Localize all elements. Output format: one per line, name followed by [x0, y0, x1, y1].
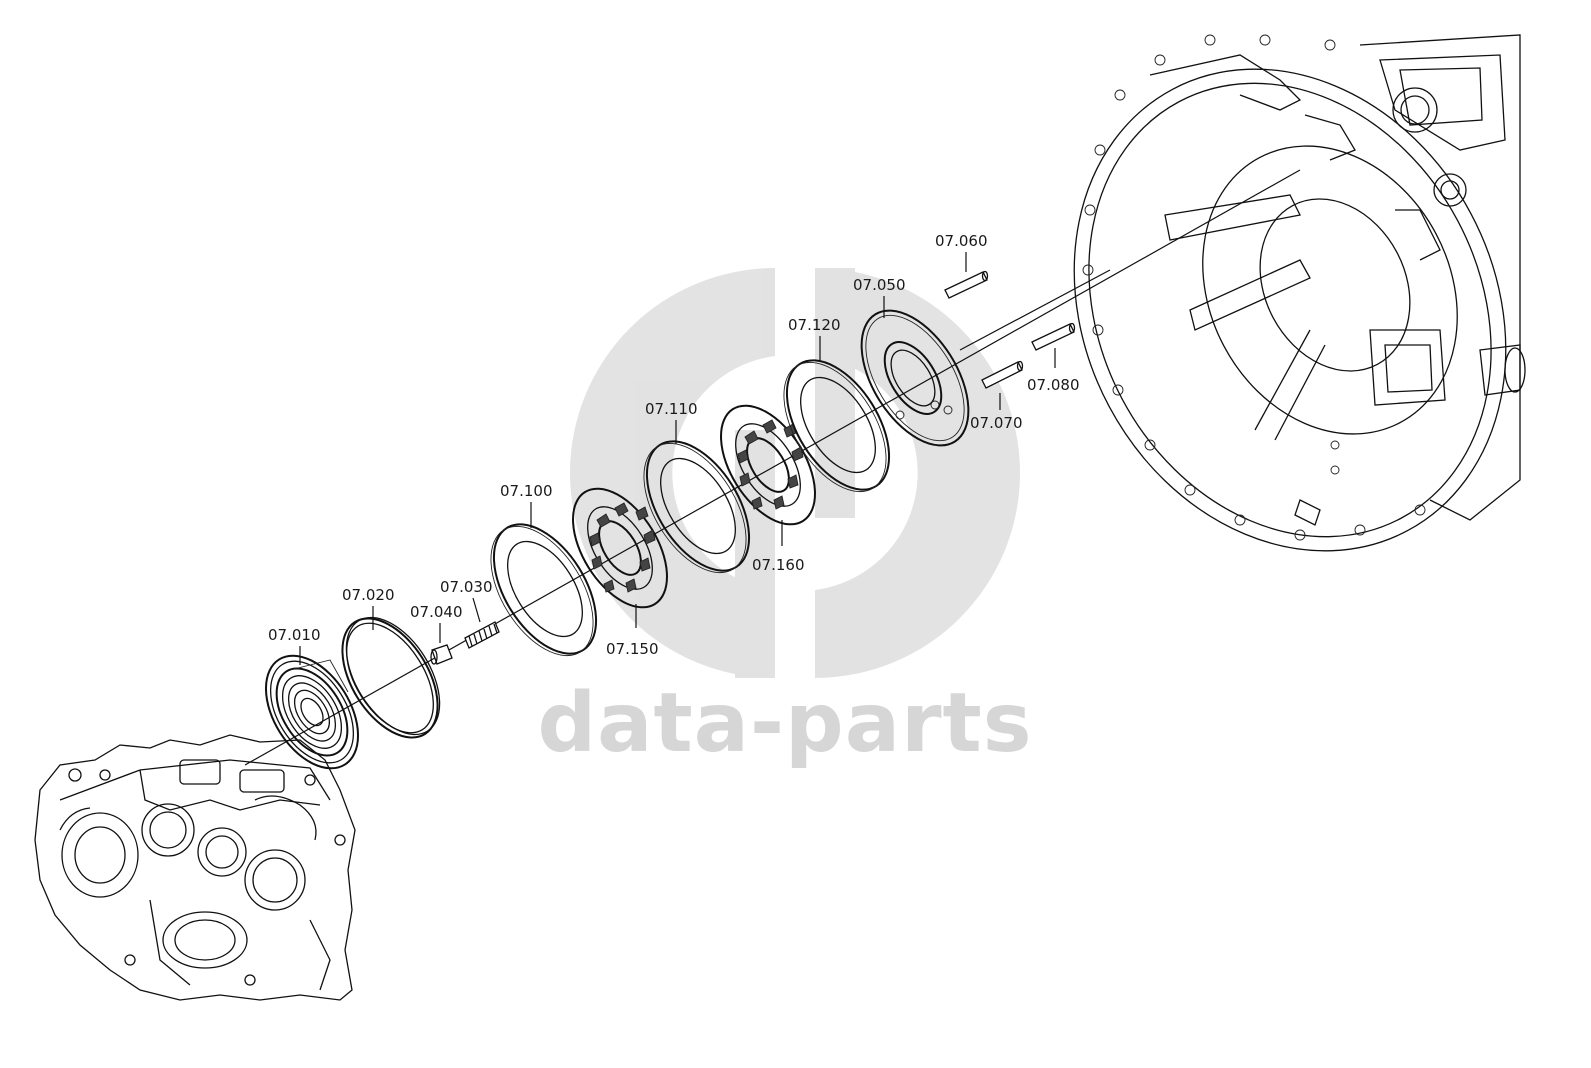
- part-07.150-inner-disc: [572, 487, 668, 609]
- part-07.050-end-plate: [860, 309, 970, 447]
- label-07.010: 07.010: [268, 626, 321, 644]
- label-07.070: 07.070: [970, 414, 1023, 432]
- part-07.070-pin: [981, 360, 1024, 389]
- label-07.120: 07.120: [788, 316, 841, 334]
- label-07.160: 07.160: [752, 556, 805, 574]
- part-07.110-outer-disc: [643, 440, 751, 574]
- axis-lines: [244, 169, 1301, 766]
- part-07.010-piston: [264, 654, 360, 770]
- label-07.030: 07.030: [440, 578, 493, 596]
- part-labels: 07.010 07.020 07.030 07.040 07.050 07.06…: [268, 232, 1080, 658]
- label-07.100: 07.100: [500, 482, 553, 500]
- watermark-text: data-parts: [537, 676, 1033, 771]
- part-07.060-pin: [944, 270, 989, 299]
- label-07.020: 07.020: [342, 586, 395, 604]
- label-07.150: 07.150: [606, 640, 659, 658]
- leader-lines: [299, 252, 1056, 665]
- part-07.020-seal-ring: [341, 616, 441, 739]
- part-07.030-spring: [464, 621, 500, 649]
- part-07.080-pin: [1031, 322, 1076, 351]
- label-07.080: 07.080: [1027, 376, 1080, 394]
- valve-body-housing: [34, 734, 356, 1001]
- label-07.060: 07.060: [935, 232, 988, 250]
- part-07.040-sleeve: [430, 644, 453, 665]
- transmission-housing: [1073, 34, 1526, 552]
- part-07.160-inner-disc: [720, 404, 816, 526]
- label-07.110: 07.110: [645, 400, 698, 418]
- part-07.100-outer-disc: [490, 523, 598, 657]
- label-07.040: 07.040: [410, 603, 463, 621]
- label-07.050: 07.050: [853, 276, 906, 294]
- part-07.120-outer-disc: [783, 359, 891, 493]
